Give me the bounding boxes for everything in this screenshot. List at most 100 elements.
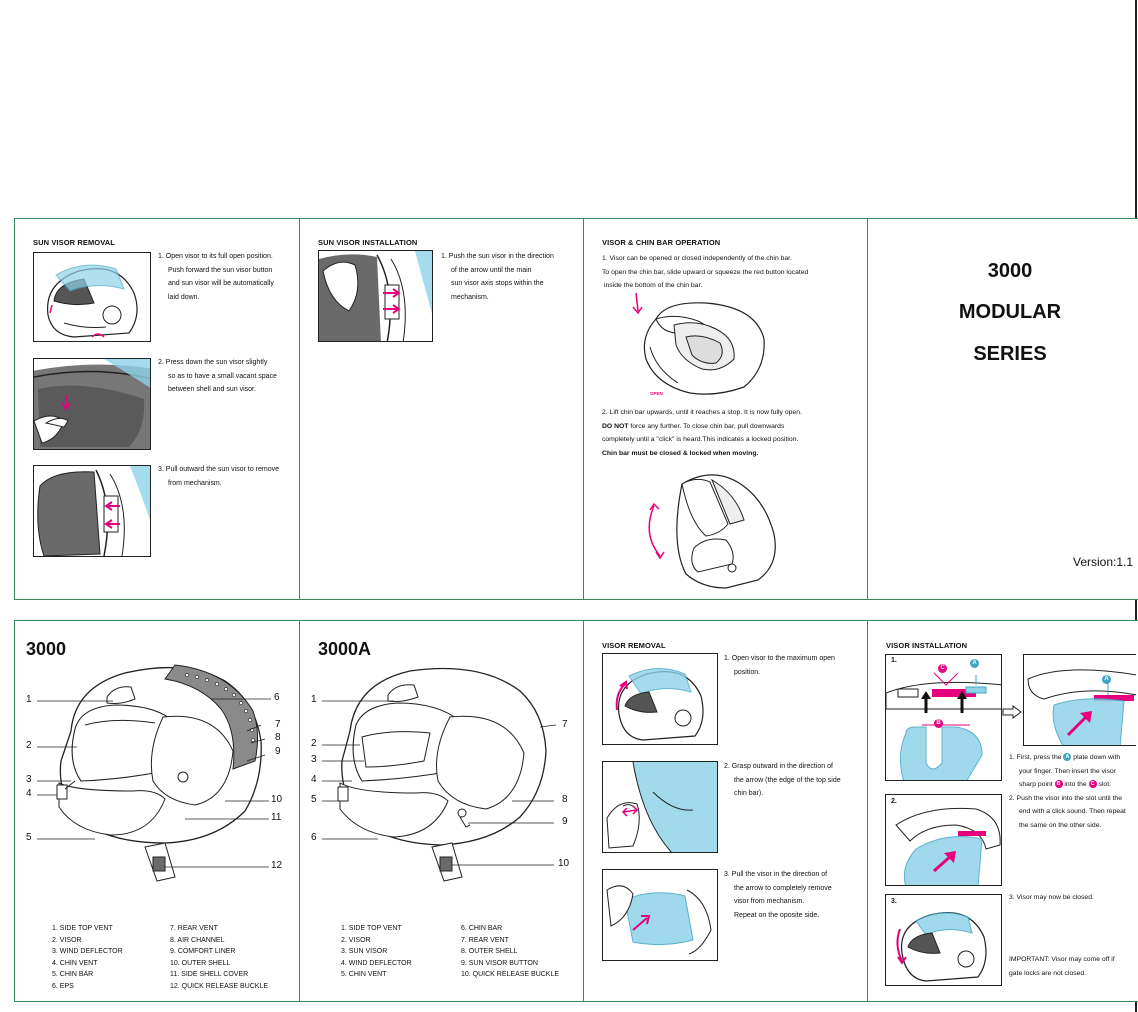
text-line: IMPORTANT: Visor may come off if xyxy=(1009,956,1115,963)
callout-2: 2 xyxy=(311,738,317,749)
text-span: sharp point xyxy=(1019,781,1053,788)
figure-chin-bar-open xyxy=(632,292,765,395)
legend-item: 10. QUICK RELEASE BUCKLE xyxy=(461,971,560,979)
legend-item: 1. SIDE TOP VENT xyxy=(341,925,402,932)
text-span: 1. First, press the xyxy=(1009,754,1062,761)
text-line: 2. Grasp outward in the direction of xyxy=(724,763,833,770)
step2-text: 2. Press down the sun visor slightly so … xyxy=(158,356,277,397)
warning-text: Chin bar must be closed & locked when mo… xyxy=(602,449,759,457)
callout-2: 2 xyxy=(26,740,32,751)
legend-item: 11. SIDE SHELL COVER xyxy=(170,971,249,979)
text-line: the same on the other side. xyxy=(1019,821,1102,829)
callout-8: 8 xyxy=(562,794,568,805)
step1-text: 1. Open visor to the maximum open positi… xyxy=(724,652,835,679)
model-title: 3000A xyxy=(318,639,372,659)
text-line: 1. Visor can be opened or closed indepen… xyxy=(602,255,792,262)
legend-item: 12. QUICK RELEASE BUCKLE xyxy=(170,982,269,990)
text-line: position. xyxy=(734,668,761,676)
legend-right: 6. CHIN BAR 7. REAR VENT 8. OUTER SHELL … xyxy=(461,923,559,981)
figure-visor-removal-3 xyxy=(602,869,718,961)
step1-text: 1. First, press the A plate down with yo… xyxy=(1009,751,1126,832)
text-line: 1. Open visor to its full open position. xyxy=(158,253,273,260)
figure-sun-visor-removal-1 xyxy=(33,252,151,342)
step3-text: 3. Pull outward the sun visor to remove … xyxy=(158,463,279,490)
text-line: laid down. xyxy=(168,293,200,301)
text-line: 3. Pull the visor in the direction of xyxy=(724,871,828,878)
text-span: slot. xyxy=(1098,781,1111,788)
step2-text: 2. Grasp outward in the direction of the… xyxy=(724,760,841,801)
text-line: 2. Press down the sun visor slightly xyxy=(158,359,268,366)
callout-9: 9 xyxy=(562,816,568,827)
callout-10: 10 xyxy=(271,794,283,805)
panel-visor-chin-bar: VISOR & CHIN BAR OPERATION 1. Visor can … xyxy=(583,218,868,600)
text-line: sharp point B into the C slot. xyxy=(1009,778,1126,792)
figure-visor-installation-detail xyxy=(1023,654,1136,746)
legend-item: 4. WIND DEFLECTOR xyxy=(341,959,412,967)
text-line: gate locks are not closed. xyxy=(1009,969,1087,977)
marker-a-inline: A xyxy=(1063,753,1072,762)
text-line: visor from mechanism. xyxy=(734,898,805,905)
marker-c-inline: C xyxy=(1088,780,1097,789)
legend-item: 7. REAR VENT xyxy=(170,925,218,932)
text-line: chin bar). xyxy=(734,790,764,797)
legend-item: 3. SUN VISOR xyxy=(341,948,388,956)
text-line: mechanism. xyxy=(451,293,489,301)
callout-4: 4 xyxy=(26,788,32,799)
section-title: VISOR & CHIN BAR OPERATION xyxy=(602,238,721,247)
step3-text: 3. Pull the visor in the direction of th… xyxy=(724,868,832,922)
callout-8: 8 xyxy=(275,732,281,743)
cover-modular: MODULAR xyxy=(958,301,1062,323)
step1-text: 1. Push the sun visor in the direction o… xyxy=(441,250,554,304)
panel-visor-installation: VISOR INSTALLATION 1. A C B xyxy=(867,620,1138,1002)
legend-item: 10. OUTER SHELL xyxy=(170,959,231,967)
callout-3: 3 xyxy=(26,774,32,785)
text-line: your finger. Then insert the visor xyxy=(1019,767,1116,775)
panel-model-3000a: 3000A 1 2 3 4 5 6 7 8 9 10 1. S xyxy=(299,620,584,1002)
legend-item: 7. REAR VENT xyxy=(461,936,509,944)
panel-cover: 3000 MODULAR SERIES Version:1.1 xyxy=(867,218,1138,600)
panel-model-3000: 3000 xyxy=(14,620,300,1002)
do-not-emphasis: DO NOT xyxy=(602,422,629,430)
fig2-label: 2. xyxy=(891,798,897,805)
text-line: sun visor axis stops within the xyxy=(451,280,544,287)
text-line: between shell and sun visor. xyxy=(168,386,256,393)
marker-a-fig1: A xyxy=(970,659,979,668)
callout-6: 6 xyxy=(311,832,317,843)
text-line: completely until a "click" is heard.This… xyxy=(602,436,799,443)
figure-visor-installation-2 xyxy=(885,794,1002,886)
para2-text: 2. Lift chin bar upwards, until it reach… xyxy=(602,406,802,460)
legend-left: 1. SIDE TOP VENT 2. VISOR 3. SUN VISOR 4… xyxy=(341,923,412,981)
callout-7: 7 xyxy=(275,719,281,730)
legend-item: 5. CHIN VENT xyxy=(341,971,387,979)
fig1-label: 1. xyxy=(891,657,897,664)
legend-item: 6. EPS xyxy=(52,982,74,990)
figure-visor-installation-1 xyxy=(885,654,1002,781)
callout-7: 7 xyxy=(562,719,568,730)
legend-item: 1. SIDE TOP VENT xyxy=(52,925,113,932)
text-line: inside the bottom of the chin bar. xyxy=(604,282,703,289)
fig3-label: 3. xyxy=(891,898,897,905)
callout-5: 5 xyxy=(26,832,32,843)
text-line: 3. Pull outward the sun visor to remove xyxy=(158,466,280,473)
figure-visor-installation-3 xyxy=(885,894,1002,986)
text-line: of the arrow until the main xyxy=(451,266,532,274)
figure-visor-removal-1 xyxy=(602,653,718,745)
legend-item: 2. VISOR xyxy=(341,936,371,944)
open-label: OPEN xyxy=(650,391,663,396)
arrow-to-detail-icon xyxy=(1002,705,1022,719)
legend-item: 9. SUN VISOR BUTTON xyxy=(461,959,538,967)
version-label: Version:1.1 xyxy=(1073,555,1134,569)
legend-item: 2. VISOR xyxy=(52,936,82,944)
step1-text: 1. Open visor to its full open position.… xyxy=(158,250,274,304)
important-note: IMPORTANT: Visor may come off if gate lo… xyxy=(1009,953,1115,980)
text-line: 1. First, press the A plate down with xyxy=(1009,751,1126,765)
legend-item: 5. CHIN BAR xyxy=(52,971,94,979)
marker-b-inline: B xyxy=(1054,780,1063,789)
callout-11: 11 xyxy=(271,812,282,823)
cover-series: SERIES xyxy=(973,343,1047,365)
callout-1: 1 xyxy=(26,694,32,705)
marker-b-fig1: B xyxy=(934,719,943,728)
text-line: 2. Push the visor into the slot until th… xyxy=(1009,794,1122,802)
marker-a-detail: A xyxy=(1102,675,1111,684)
text-line: the arrow to completely remove xyxy=(734,884,832,892)
